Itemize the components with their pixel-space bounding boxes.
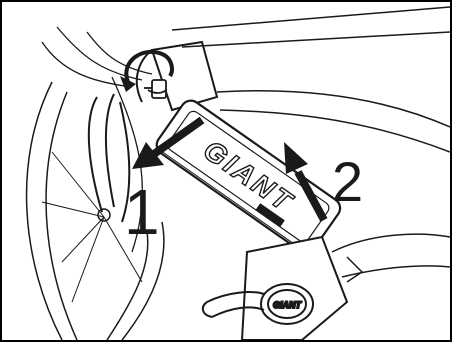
motor-housing: GIANT [203,237,347,340]
step-number-1: 1 [124,180,160,244]
step-number-2: 2 [332,154,363,210]
motor-brand-badge: GIANT [273,300,303,310]
bike-frame-illustration: GIANT GIANT [2,2,450,340]
battery-lock [144,80,166,98]
battery-pack: GIANT [153,97,344,257]
